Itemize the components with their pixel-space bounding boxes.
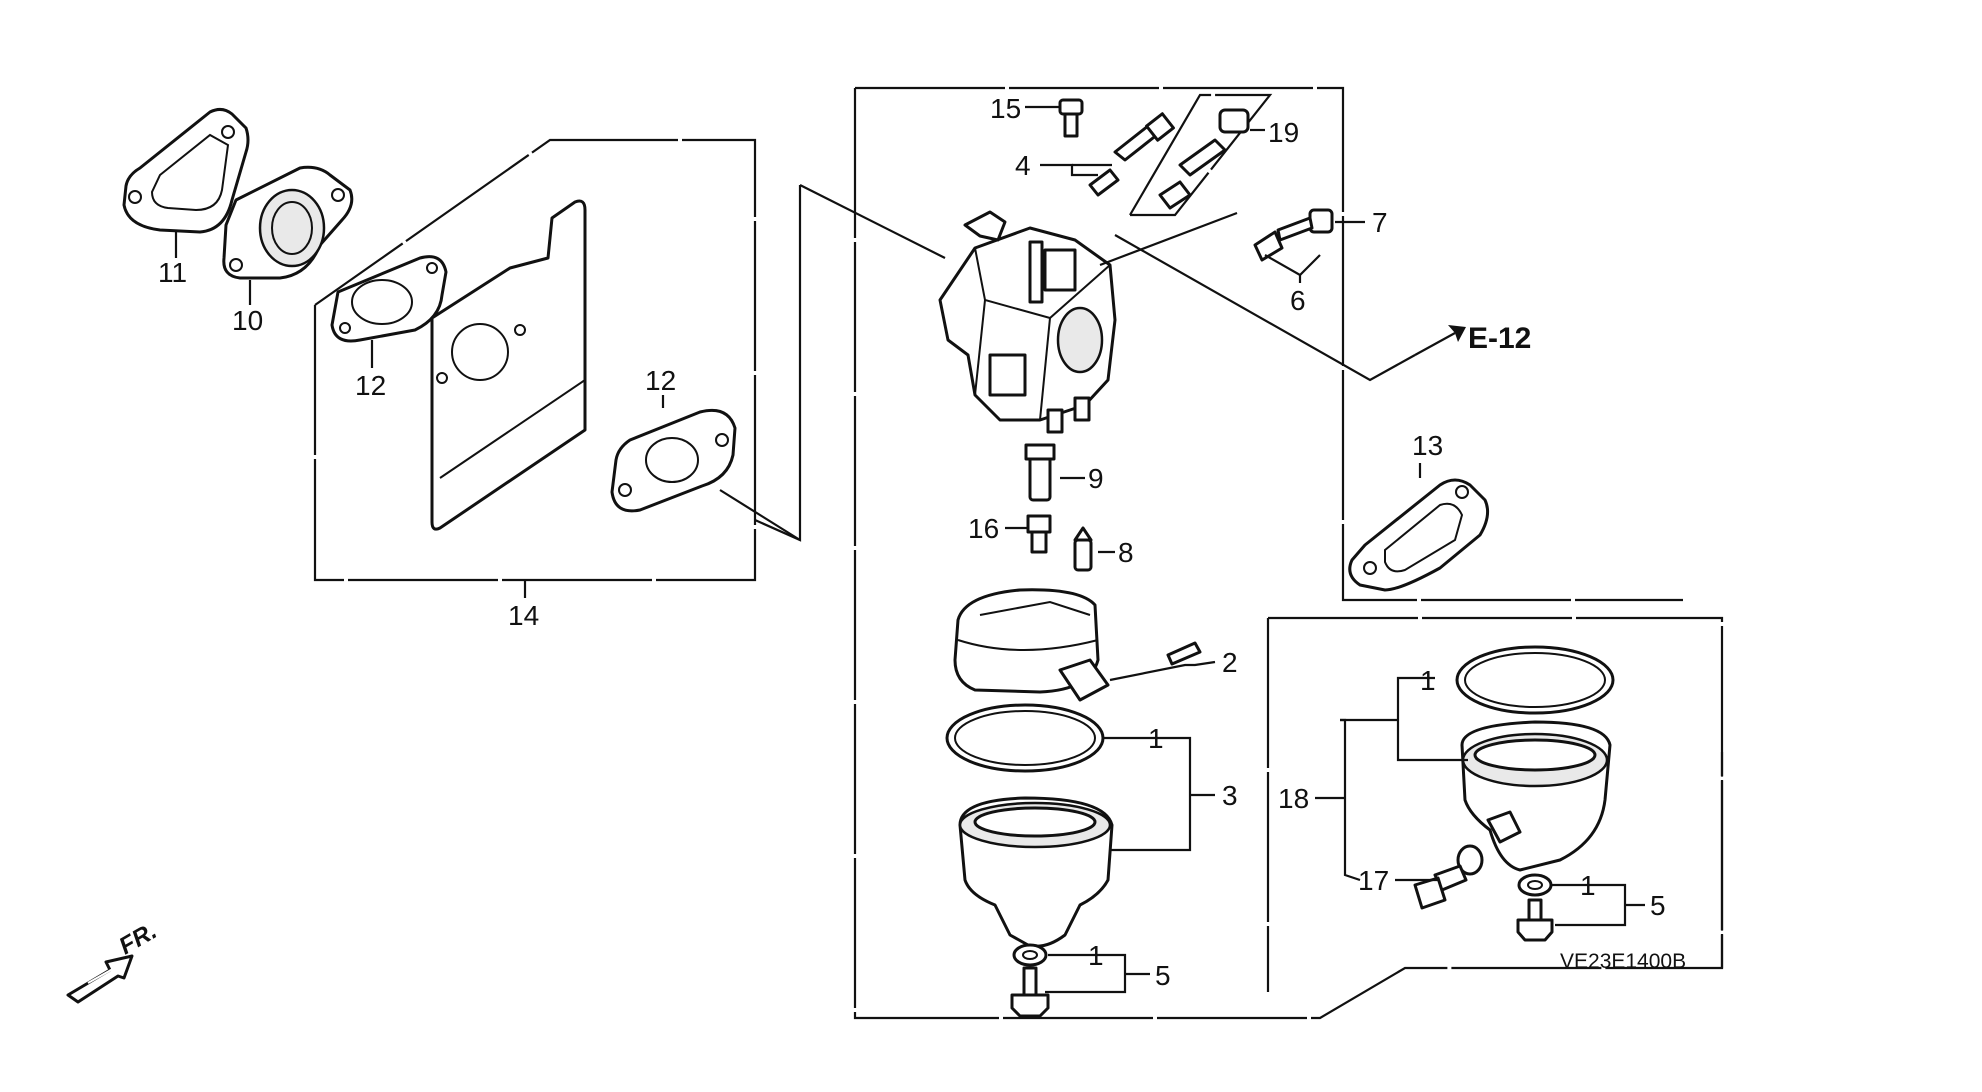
screw-set-19 bbox=[1129, 93, 1273, 217]
label-part-2: 2 bbox=[1222, 647, 1238, 678]
carburetor-body bbox=[938, 210, 1117, 434]
label-part-5-right: 5 bbox=[1650, 890, 1666, 921]
diagram-code: VE23E1400B bbox=[1560, 950, 1686, 973]
label-part-9: 9 bbox=[1088, 463, 1104, 494]
float-valve-8 bbox=[1073, 526, 1115, 572]
label-part-5-left: 5 bbox=[1155, 960, 1171, 991]
label-part-14: 14 bbox=[508, 600, 539, 631]
label-part-3: 3 bbox=[1222, 780, 1238, 811]
label-part-18: 18 bbox=[1278, 783, 1309, 814]
gasket-11 bbox=[122, 107, 250, 258]
float-chamber-3 bbox=[958, 736, 1215, 948]
pilot-screw-4 bbox=[1040, 112, 1175, 197]
label-part-8: 8 bbox=[1118, 537, 1134, 568]
label-part-16: 16 bbox=[968, 513, 999, 544]
bracket-18 bbox=[1315, 676, 1468, 882]
o-ring-1-right bbox=[1455, 645, 1615, 715]
screw-15 bbox=[1025, 98, 1084, 138]
gasket-12-left bbox=[330, 255, 448, 368]
label-part-1-bottom: 1 bbox=[1088, 940, 1104, 971]
front-direction-arrow-icon bbox=[66, 954, 134, 1004]
label-part-13: 13 bbox=[1412, 430, 1443, 461]
group-box-carburetor bbox=[754, 86, 1724, 1020]
label-part-19: 19 bbox=[1268, 117, 1299, 148]
label-part-17: 17 bbox=[1358, 865, 1389, 896]
drain-bolt-5-left bbox=[1010, 943, 1150, 1018]
screw-7 bbox=[1276, 208, 1365, 242]
group-box-18 bbox=[1266, 616, 1724, 992]
label-part-12-right: 12 bbox=[645, 365, 676, 396]
label-part-11: 11 bbox=[158, 257, 187, 288]
reference-label: E-12 bbox=[1468, 322, 1531, 355]
insulator-10 bbox=[222, 165, 354, 305]
float-2 bbox=[953, 588, 1216, 702]
label-part-7: 7 bbox=[1372, 207, 1388, 238]
front-direction-label: FR. bbox=[115, 917, 162, 960]
label-part-10: 10 bbox=[232, 305, 263, 336]
label-part-1-left: 1 bbox=[1148, 723, 1164, 754]
label-part-1-right: 1 bbox=[1420, 665, 1436, 696]
gasket-12-right bbox=[610, 395, 801, 541]
spring-6 bbox=[1253, 230, 1321, 283]
label-part-12-left: 12 bbox=[355, 370, 386, 401]
reference-arrow-icon bbox=[1414, 325, 1466, 356]
bolt-17 bbox=[1395, 844, 1484, 910]
label-part-1-right-bottom: 1 bbox=[1580, 870, 1596, 901]
main-nozzle-9 bbox=[1024, 443, 1085, 502]
group-box-14 bbox=[313, 138, 757, 598]
float-chamber-18 bbox=[1460, 720, 1612, 872]
o-ring-1-left bbox=[945, 703, 1140, 773]
label-part-4: 4 bbox=[1015, 150, 1031, 181]
gasket-13 bbox=[1348, 463, 1490, 592]
label-part-6: 6 bbox=[1290, 285, 1306, 316]
main-jet-16 bbox=[1005, 514, 1052, 554]
heat-plate-14 bbox=[430, 199, 587, 531]
label-part-15: 15 bbox=[990, 93, 1021, 124]
drain-bolt-5-right bbox=[1516, 873, 1645, 942]
